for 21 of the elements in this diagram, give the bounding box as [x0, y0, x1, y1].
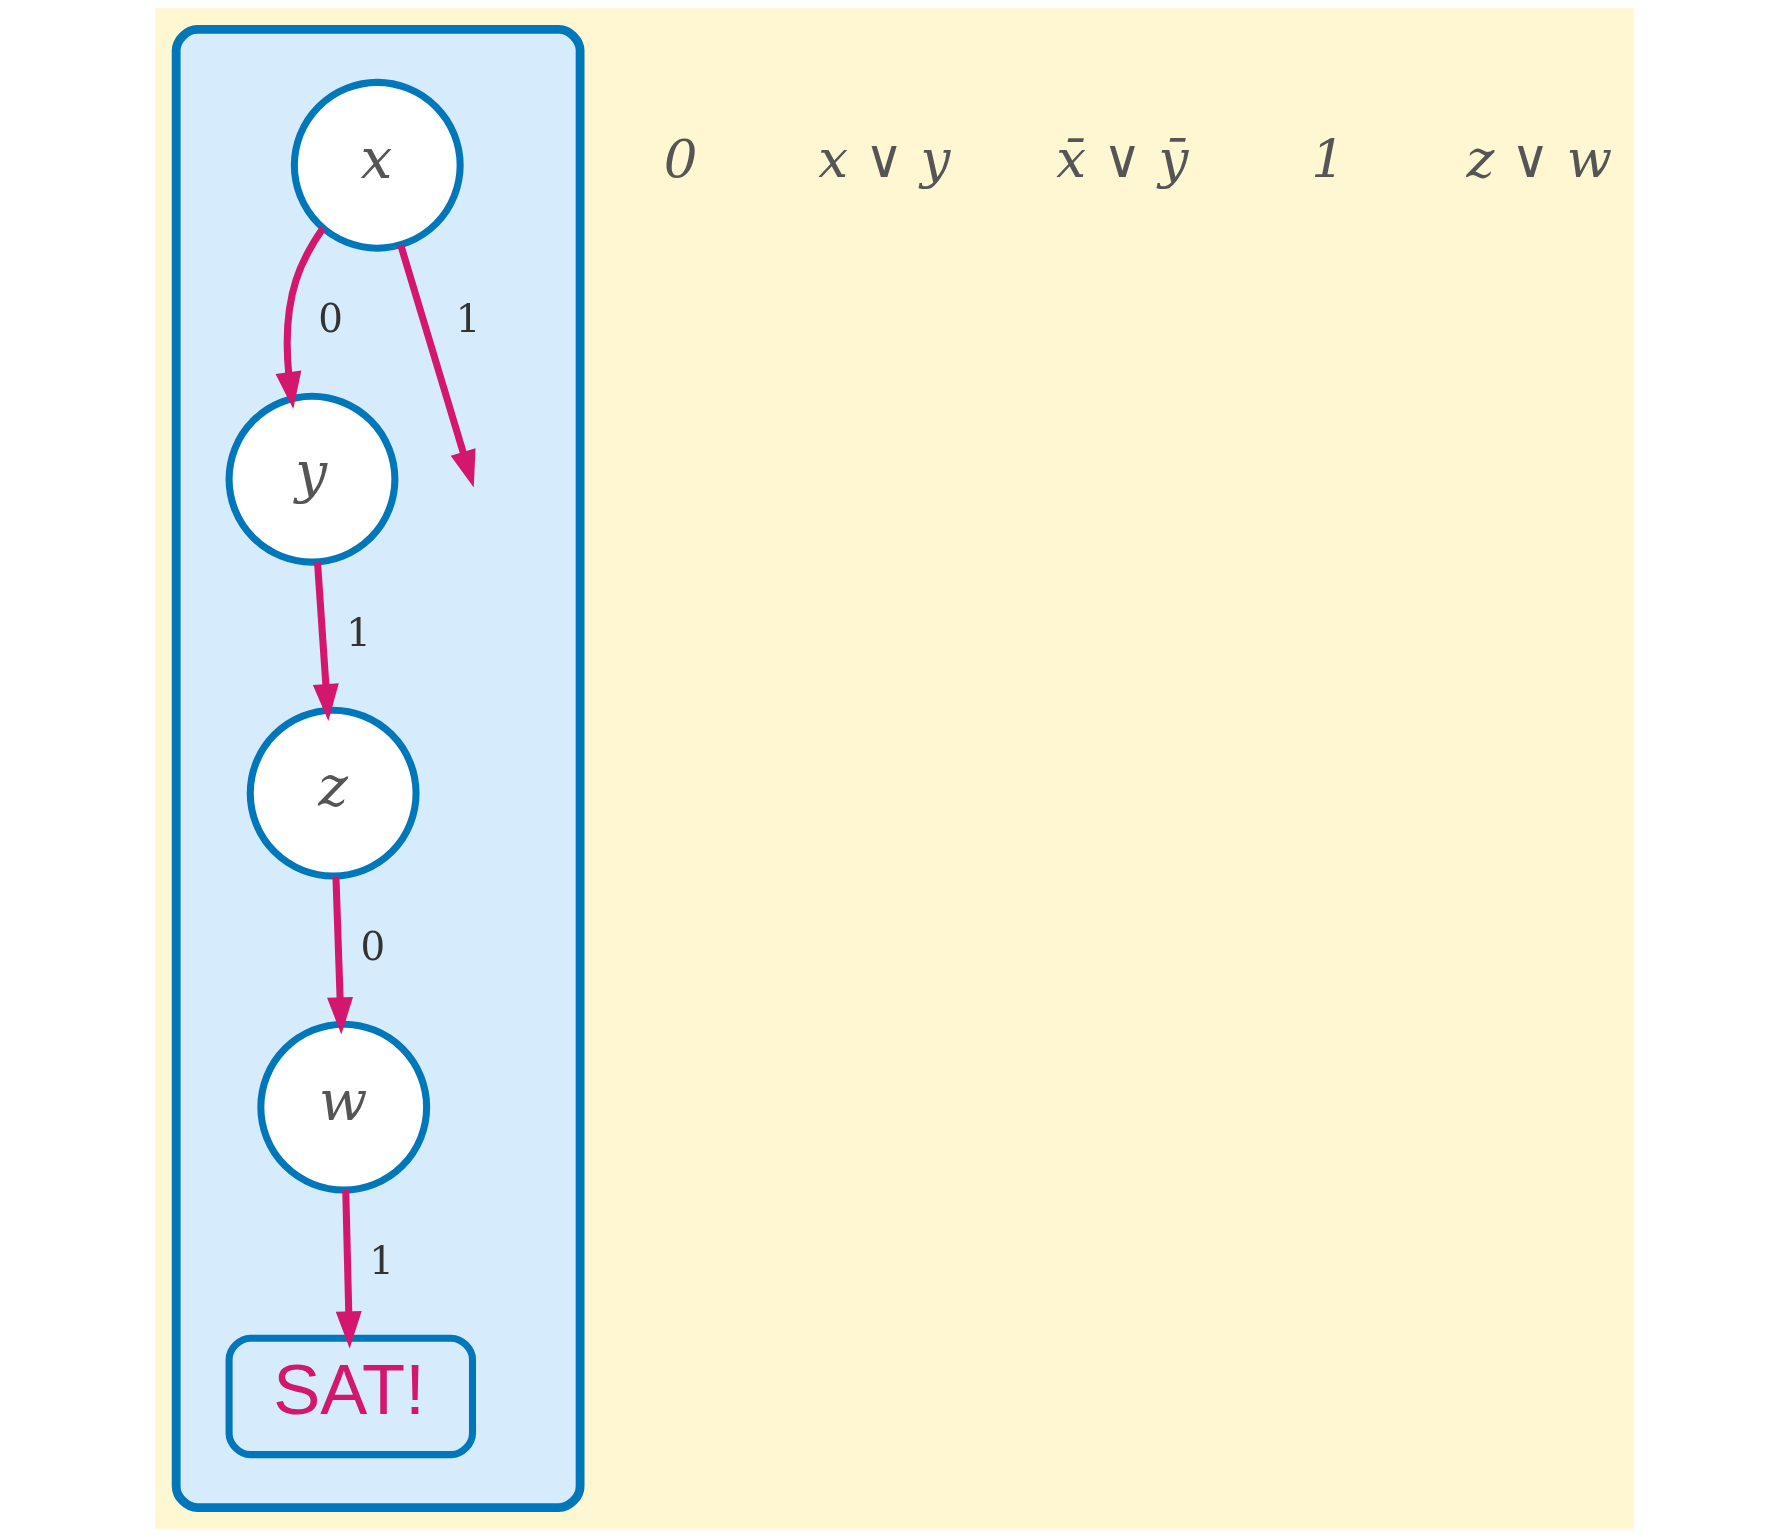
label: x ∨ y — [817, 127, 950, 189]
edge-label: 0 — [317, 296, 343, 342]
node-box: SAT! — [225, 1334, 476, 1459]
node-circle: y — [225, 392, 398, 566]
label: x̄ ∨ ȳ — [1055, 127, 1188, 189]
node-circle: x — [290, 78, 464, 252]
cluster — [171, 25, 584, 1512]
arrow — [326, 876, 353, 1035]
edge-label: 0 — [359, 924, 385, 970]
arrow — [312, 562, 339, 722]
label: z ∨ w — [1465, 127, 1612, 189]
node-circle: w — [256, 1020, 430, 1194]
label: 0 — [663, 127, 698, 189]
label: 1 — [1310, 127, 1345, 189]
arrow — [396, 244, 475, 488]
edge-label: 1 — [455, 296, 480, 342]
edge-label: 1 — [345, 610, 371, 656]
arrow — [335, 1189, 362, 1349]
node-circle: z — [246, 706, 420, 880]
edge-label: 1 — [368, 1238, 394, 1284]
arrow — [275, 226, 326, 410]
